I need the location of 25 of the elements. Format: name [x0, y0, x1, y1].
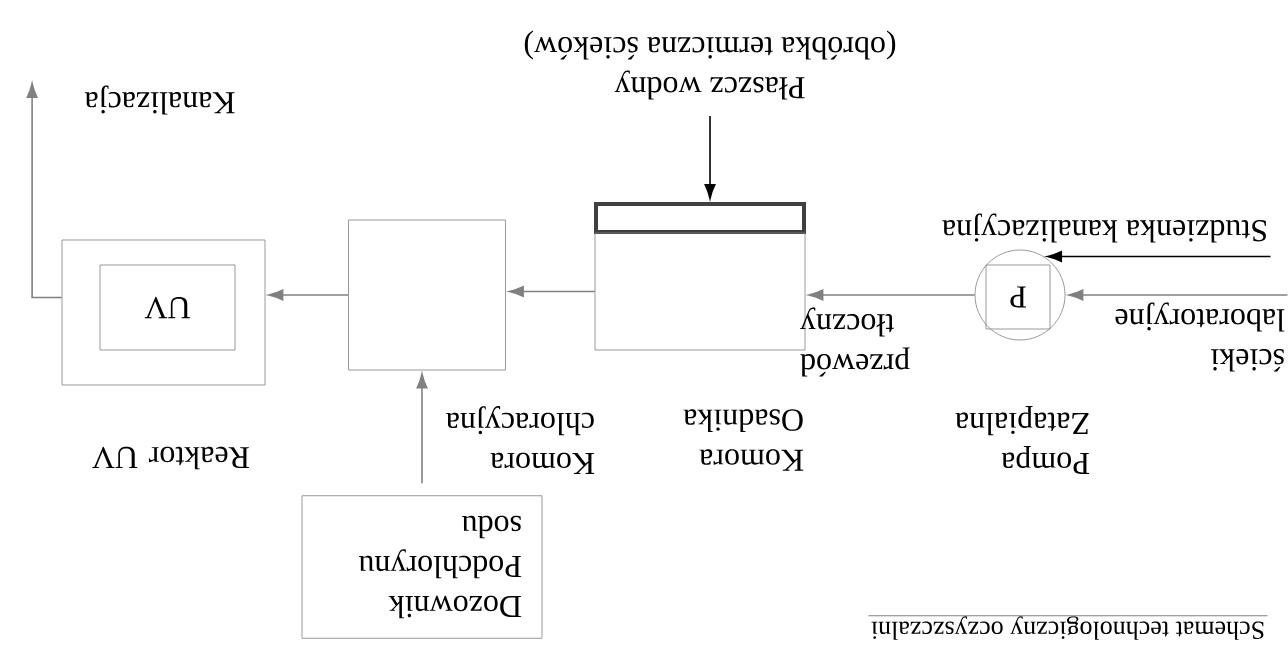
part-label: Pompa Zatapialna	[955, 406, 1090, 474]
inlet-label: ścieki laboratoryjne	[1115, 302, 1285, 372]
diagram-title: Schemat technologiczny oczyszczalni	[867, 615, 1269, 640]
arrow	[808, 289, 976, 301]
jacket-label: Płaszcz wodny (obróbka termiczna ścieków)	[524, 30, 896, 100]
part-label: Reaktor UV	[92, 446, 250, 470]
arrow	[1068, 289, 1288, 301]
arrow	[416, 373, 428, 485]
inlet-label: Studzienka kanalizacyjna	[942, 213, 1266, 243]
dosing-box: Dozownik Podchlorynu sodu	[301, 495, 543, 639]
jacket-bar	[594, 202, 806, 234]
arrow	[1046, 251, 1272, 262]
reactor-box: UV	[99, 264, 236, 351]
arrow	[704, 115, 716, 200]
pump-circle	[974, 249, 1066, 341]
part-label: Komora chloracyjna	[446, 406, 595, 474]
arrow	[508, 286, 596, 297]
arrow	[26, 82, 63, 299]
pump-box: P	[985, 264, 1051, 330]
chamber-box	[348, 219, 506, 371]
part-label: Komora Osadnika	[683, 409, 804, 471]
arrow	[268, 289, 349, 301]
reactor-box	[61, 239, 266, 386]
edge-label: przewód tłoczny	[800, 307, 910, 377]
outlet-label: Kanalizacja	[84, 85, 235, 115]
